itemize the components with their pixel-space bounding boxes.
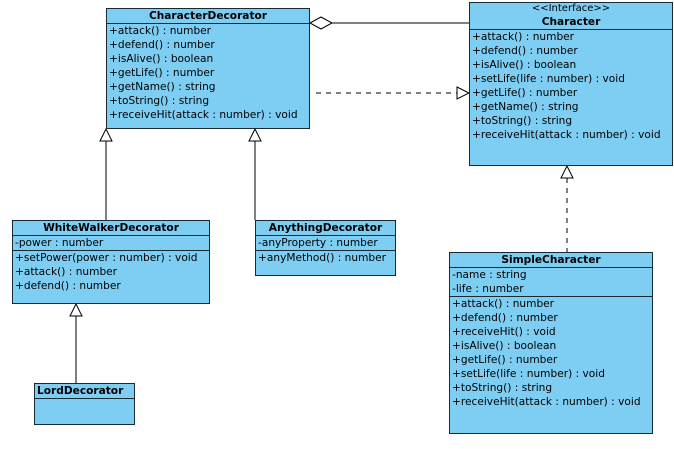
class-character-decorator: CharacterDecorator +attack() : number +d… [106,8,310,129]
interface-character: <<Interface>> Character +attack() : numb… [469,2,673,166]
class-methods: +setPower(power : number) : void +attack… [13,251,209,293]
method: +receiveHit(attack : number) : void [472,129,661,141]
method: +defend() : number [109,39,215,51]
method: +receiveHit(attack : number) : void [452,396,641,408]
method: +setLife(life : number) : void [452,368,605,380]
attribute: -anyProperty : number [258,237,378,249]
method: +isAlive() : boolean [472,59,577,71]
method: +defend() : number [15,280,121,292]
class-methods: +anyMethod() : number [256,251,395,265]
class-header: CharacterDecorator [107,9,309,24]
aggregation-diamond [308,16,334,30]
method: +defend() : number [472,45,578,57]
method: +toString() : string [109,95,210,107]
method: +getName() : string [472,101,579,113]
generalization-arrowhead-anything [248,127,262,142]
class-methods: +attack() : number +defend() : number +i… [470,30,672,142]
class-header: LordDecorator [35,384,134,399]
method: +receiveHit() : void [452,326,556,338]
method: +receiveHit(attack : number) : void [109,109,298,121]
attribute: -name : string [452,269,527,281]
attribute: -power : number [15,237,104,249]
class-methods: +attack() : number +defend() : number +i… [107,24,309,122]
class-attributes: -power : number [13,236,209,251]
realization-arrowhead-decorator [456,86,471,100]
stereotype-label: <<Interface>> [531,3,611,14]
class-attributes: -name : string -life : number [450,268,652,297]
class-header: <<Interface>> Character [470,3,672,30]
class-name: AnythingDecorator [268,222,383,234]
method: +defend() : number [452,312,558,324]
class-header: WhiteWalkerDecorator [13,221,209,236]
class-lord-decorator: LordDecorator [34,383,135,425]
method: +getLife() : number [452,354,558,366]
class-name: SimpleCharacter [501,254,601,266]
class-methods: +attack() : number +defend() : number +r… [450,297,652,409]
method: +isAlive() : boolean [109,53,214,65]
method: +attack() : number [452,298,555,310]
method: +getLife() : number [472,87,578,99]
method: +anyMethod() : number [258,252,386,264]
class-name: WhiteWalkerDecorator [43,222,179,234]
method: +getName() : string [109,81,216,93]
method: +attack() : number [472,31,575,43]
class-anything-decorator: AnythingDecorator -anyProperty : number … [255,220,396,276]
realization-arrowhead-simple [560,164,574,179]
generalization-arrowhead-whitewalker [99,127,113,142]
method: +toString() : string [472,115,573,127]
class-name: LordDecorator [37,385,124,397]
class-name: Character [541,16,601,28]
method: +attack() : number [15,266,118,278]
class-header: AnythingDecorator [256,221,395,236]
method: +isAlive() : boolean [452,340,557,352]
method: +getLife() : number [109,67,215,79]
method: +toString() : string [452,382,553,394]
class-header: SimpleCharacter [450,253,652,268]
class-name: CharacterDecorator [148,10,268,22]
method: +setLife(life : number) : void [472,73,625,85]
generalization-arrowhead-lord [69,302,83,317]
method: +attack() : number [109,25,212,37]
class-attributes: -anyProperty : number [256,236,395,251]
method: +setPower(power : number) : void [15,252,198,264]
class-white-walker-decorator: WhiteWalkerDecorator -power : number +se… [12,220,210,304]
class-simple-character: SimpleCharacter -name : string -life : n… [449,252,653,434]
attribute: -life : number [452,283,524,295]
